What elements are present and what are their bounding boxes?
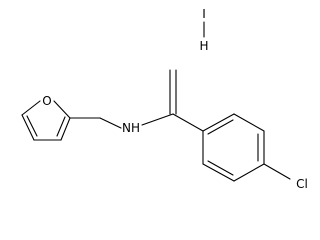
benzene-bond-4 [233,163,265,182]
bond-ch2-n [99,117,122,129]
benzene-bond-1 [202,113,235,132]
furan-bond-c5-o [53,100,71,119]
bond-n-vinyl-carbon [141,113,174,126]
furan-oxygen-label: O [42,94,51,108]
benzene-bond-5 [202,163,235,182]
furan-double-bond-c4-c5 [56,116,66,137]
furan-double-bond-c2-c3 [26,115,38,137]
furan-bond-o-c2 [21,100,41,116]
furan-bond-c4-c5 [60,117,71,141]
amine-label: NH [122,121,140,135]
benzene-ring [202,113,265,182]
benzene-inner-bond-c [207,160,234,176]
iodine-label: I [202,7,206,21]
benzene-inner-bond-a [207,119,234,135]
chemical-structure-diagram: I H O NH Cl [21,7,308,191]
bond-vinyl-aryl [172,113,204,132]
hydrogen-label: H [199,39,208,53]
chlorine-label: Cl [296,177,308,191]
benzene-bond-2 [233,113,265,132]
hydrogen-iodide: I H [199,7,208,53]
furan-bond-c2-c3 [21,114,35,141]
furan-ring: O [21,94,71,141]
bond-aryl-chlorine [263,163,291,180]
